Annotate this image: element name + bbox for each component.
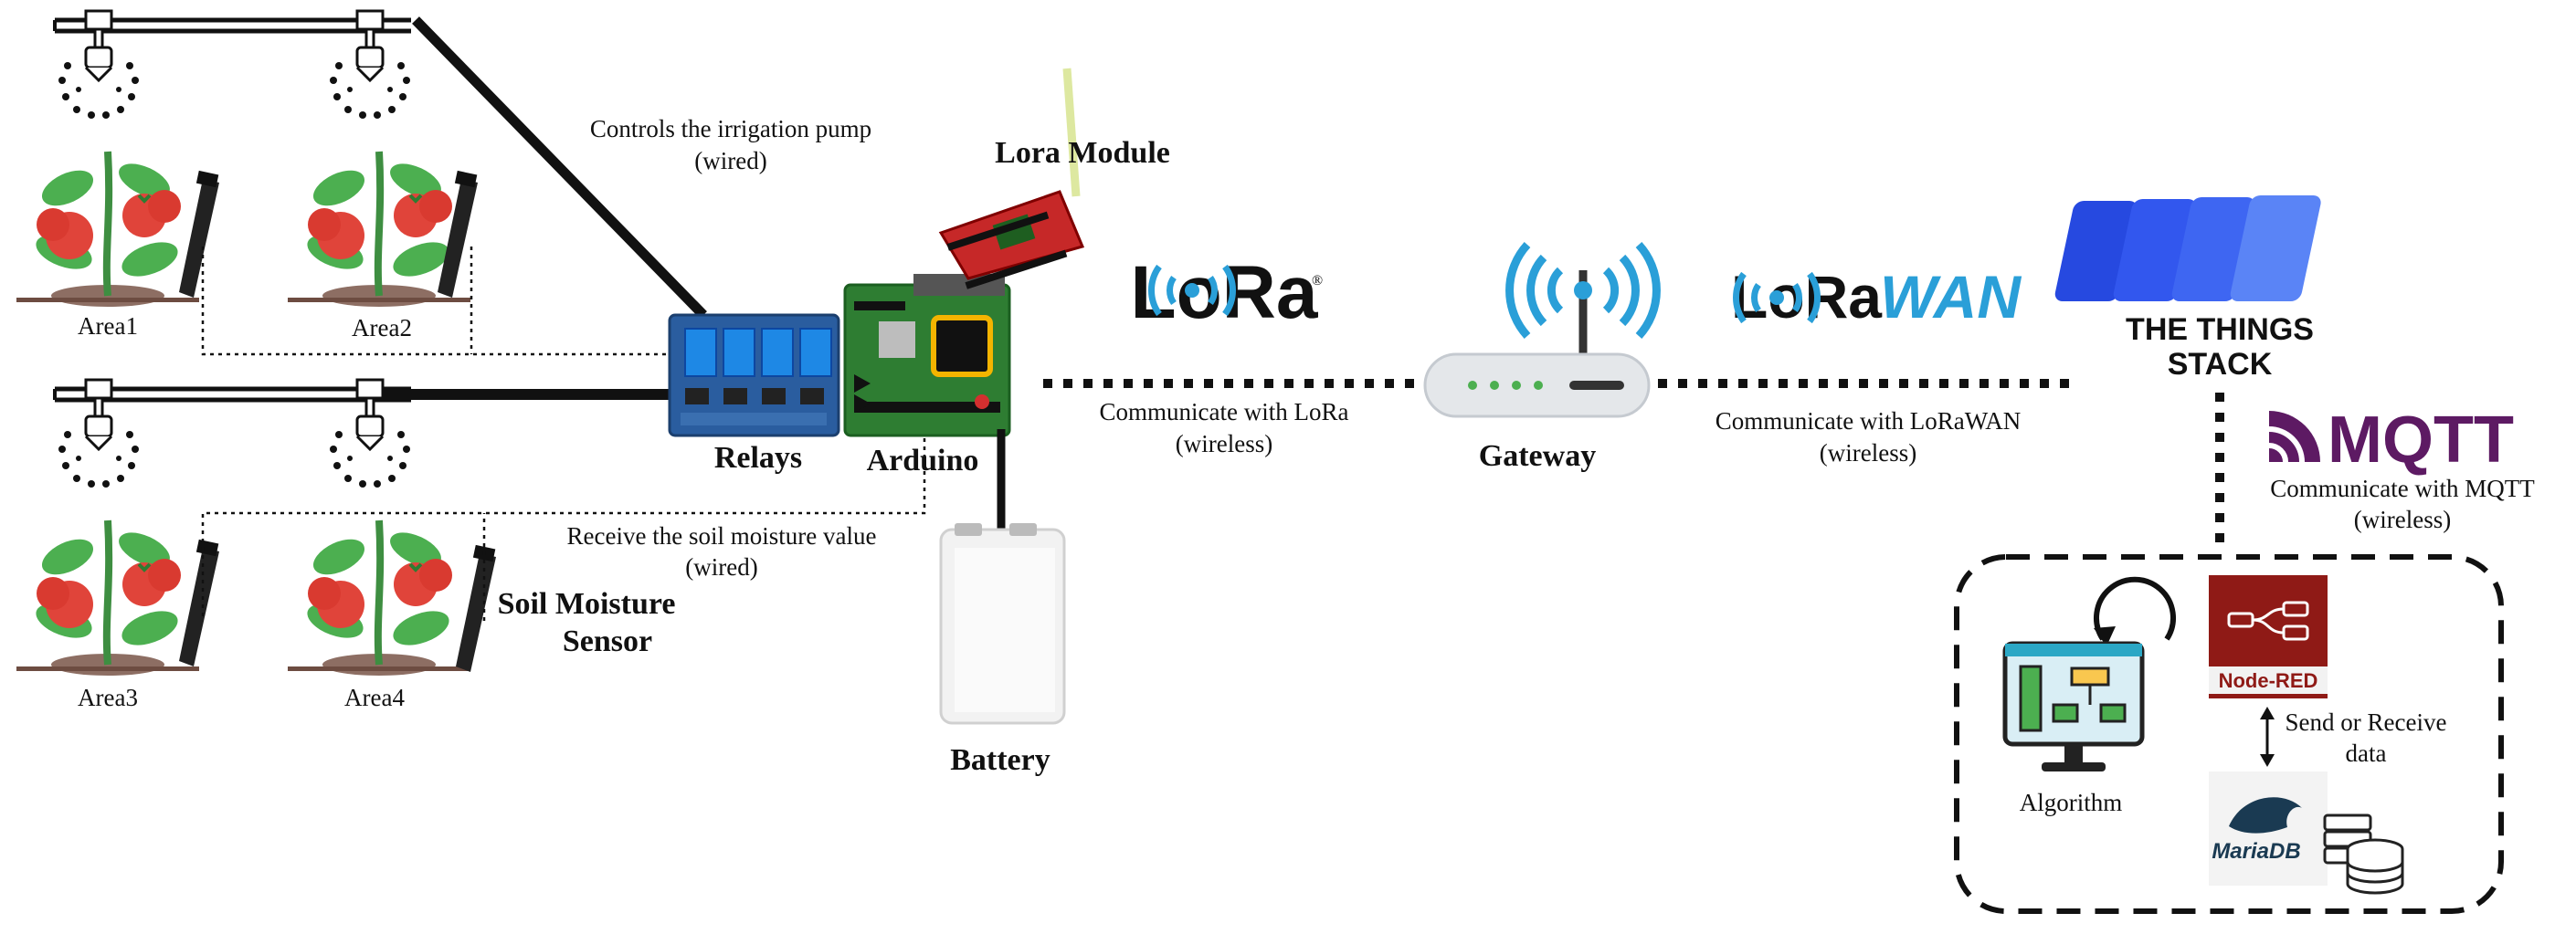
area2-label: Area2 [352, 314, 412, 341]
relays-label: Relays [714, 441, 802, 475]
gateway-router-icon [1423, 241, 1661, 418]
arduino-board-icon [843, 274, 1011, 437]
mqtt-comm-caption: Communicate with MQTT [2270, 475, 2535, 502]
server-group-box [1954, 554, 2504, 914]
battery-icon [939, 523, 1066, 725]
sprinkler-icon [57, 9, 141, 121]
tomato-plant-icon [288, 520, 470, 676]
lora-module-icon [938, 68, 1085, 289]
soil-probe-icon [438, 170, 478, 298]
algorithm-monitor-icon [2002, 576, 2176, 771]
lora-comm-caption: Communicate with LoRa [1100, 398, 1349, 425]
nodered-logo: Node-RED [2209, 575, 2328, 698]
lorawan-comm-caption: Communicate with LoRaWAN [1716, 407, 2021, 435]
lorawan-comm-mode: (wireless) [1820, 439, 1916, 467]
irrigation-pipes [53, 16, 707, 403]
soil-sensor-label-line1: Soil Moisture [498, 587, 676, 621]
pump-control-caption: Controls the irrigation pump [590, 115, 871, 142]
bidirectional-arrow-icon [2260, 707, 2275, 767]
soil-sensor-label-line2: Sensor [563, 624, 652, 658]
nodered-logo-text: Node-RED [2219, 669, 2318, 692]
area3-label: Area3 [78, 684, 138, 711]
battery-label: Battery [950, 743, 1050, 777]
sprinkler-icon [328, 9, 412, 121]
mqtt-logo: MQTT [2268, 404, 2514, 477]
sprinkler-icon [57, 378, 141, 489]
soil-probe-icon [179, 539, 219, 666]
area4-label: Area4 [344, 684, 405, 711]
soil-probe-icon [179, 170, 219, 298]
gateway-label: Gateway [1479, 439, 1596, 473]
soil-receive-caption: Receive the soil moisture value [567, 522, 877, 550]
lora-logo: LoRa ® [1131, 251, 1324, 334]
send-receive-line2: data [2346, 740, 2387, 767]
arduino-label: Arduino [867, 444, 979, 477]
mariadb-logo-text: MariaDB [2212, 839, 2300, 864]
tts-logo-line2: STACK [2168, 347, 2273, 382]
pump-control-mode: (wired) [694, 147, 766, 174]
lorawan-logo: LoRa WAN [1731, 263, 2022, 331]
svg-text:®: ® [1312, 273, 1323, 289]
lora-logo-text: LoRa [1131, 251, 1319, 334]
algorithm-label: Algorithm [2020, 789, 2123, 816]
mqtt-logo-text: MQTT [2328, 404, 2514, 477]
wireless-links [1043, 379, 2224, 552]
send-receive-line1: Send or Receive [2286, 708, 2447, 736]
soil-receive-mode: (wired) [685, 553, 757, 581]
the-things-stack-logo: THE THINGS STACK [2054, 195, 2321, 382]
sensor-wires [201, 247, 926, 621]
area1-label: Area1 [78, 312, 138, 340]
lora-module-label: Lora Module [995, 136, 1170, 170]
relay-board-icon [668, 313, 840, 437]
soil-probe-icon [456, 544, 496, 672]
tts-logo-line1: THE THINGS [2126, 312, 2314, 347]
tomato-plant-icon [16, 152, 199, 307]
database-server-icon [2323, 813, 2404, 895]
lorawan-logo-text-b: WAN [1880, 263, 2022, 331]
mariadb-logo: MariaDB [2209, 771, 2328, 886]
tomato-plant-icon [16, 520, 199, 676]
mqtt-comm-mode: (wireless) [2354, 506, 2451, 533]
lora-comm-mode: (wireless) [1176, 430, 1272, 457]
